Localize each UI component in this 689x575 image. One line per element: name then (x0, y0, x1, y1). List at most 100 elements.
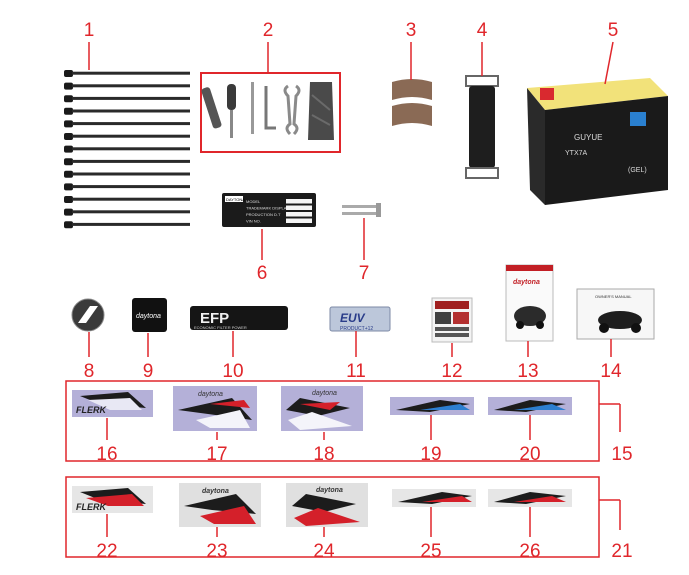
cable-tie (64, 120, 190, 128)
cable-tie (64, 133, 190, 140)
nameplate-row-field (286, 199, 312, 204)
vin-nameplate: DAYTONA MODEL TRADEMARK DISPLACEMENTPRODU… (222, 193, 316, 227)
callout-number: 7 (359, 263, 370, 284)
cable-tie (64, 170, 190, 178)
euv-badge: EUV PRODUCT+12 (329, 306, 391, 332)
callout-number: 14 (600, 361, 622, 382)
hex-key (264, 86, 276, 130)
terminal-blue (630, 112, 646, 126)
callout-number: 8 (84, 361, 95, 382)
cable-tie (64, 107, 190, 115)
nameplate-row-field (286, 212, 312, 217)
decal-18: daytona (281, 386, 363, 431)
terminal-red (540, 88, 554, 100)
decal-26 (488, 489, 572, 507)
decal-set-frame-21 (65, 476, 600, 558)
callout-number: 21 (611, 541, 632, 562)
decal-18-brand: daytona (312, 390, 337, 397)
rubber-pads (392, 79, 432, 126)
nameplate-row-label: VIN NO. (246, 219, 261, 224)
callout-number: 9 (143, 361, 154, 382)
callout-leader (604, 41, 614, 85)
euv-logo: EUV (340, 311, 366, 325)
callout-number: 6 (257, 263, 268, 284)
decal-22-text: FLERK (76, 502, 107, 512)
brochure: daytona (505, 264, 554, 342)
nameplate-header: DAYTONA (226, 197, 245, 202)
battery: GUYUE YTX7A (GEL) (527, 78, 668, 205)
euv-subtitle: PRODUCT+12 (340, 326, 373, 332)
cable-tie (64, 208, 190, 216)
battery-side (545, 96, 668, 205)
decal-22: FLERK (72, 486, 153, 513)
nameplate-row-label: TRADEMARK DISPLACEMENT (246, 206, 304, 211)
extension-rod (251, 82, 254, 134)
callout-number: 25 (420, 541, 441, 562)
callout-number: 16 (96, 444, 117, 465)
decal-16: FLERK (72, 390, 153, 417)
battery-top (527, 78, 668, 110)
decal-16-text: FLERK (76, 405, 107, 415)
socket-wrench (201, 87, 222, 129)
callout-number: 2 (263, 20, 274, 41)
efp-logo: EFP (200, 310, 229, 327)
pad-bottom (392, 103, 432, 126)
decal-23: daytona (179, 483, 261, 527)
callout-number: 24 (313, 541, 335, 562)
battery-type: (GEL) (628, 167, 647, 174)
callout-number: 4 (477, 20, 488, 41)
manual-title: OWNER'S MANUAL (595, 294, 632, 299)
decal-25 (392, 489, 476, 507)
callout-number: 1 (84, 20, 95, 41)
strap-body (469, 86, 495, 168)
cable-tie (64, 196, 190, 203)
tool-kit (200, 72, 341, 153)
callout-number: 26 (519, 541, 540, 562)
callout-number: 20 (519, 444, 540, 465)
cable-tie (64, 158, 190, 166)
efp-subtitle: ECONOMIC FILTER POWER (194, 325, 247, 330)
decal-24: daytona (286, 483, 368, 527)
callout-number: 3 (406, 20, 417, 41)
callout-number: 15 (611, 444, 632, 465)
daytona-badge: daytona (132, 298, 167, 332)
cable-tie (64, 145, 190, 153)
tool-kit-frame (200, 72, 341, 153)
callout-number: 17 (206, 444, 227, 465)
brochure-brand: daytona (513, 279, 540, 286)
callout-number: 19 (420, 444, 441, 465)
battery-strap (465, 75, 499, 179)
battery-front (527, 88, 545, 205)
warning-sticker (431, 297, 473, 343)
cable-ties (64, 70, 190, 229)
screwdriver-shaft (230, 110, 233, 138)
pins (342, 203, 381, 217)
nameplate-row-label: PRODUCTION D.T (246, 212, 281, 217)
decal-set-frame-15 (65, 380, 600, 462)
nameplate-row-field (286, 218, 312, 223)
battery-model: YTX7A (565, 150, 588, 157)
cable-tie (64, 183, 190, 191)
efp-badge: EFP ECONOMIC FILTER POWER (190, 306, 288, 330)
cable-tie (64, 95, 190, 103)
callout-number: 18 (313, 444, 334, 465)
callout-number: 10 (222, 361, 243, 382)
callout-number: 22 (96, 541, 117, 562)
decal-17: daytona (173, 386, 257, 431)
callout-number: 12 (441, 361, 462, 382)
decal-20 (488, 397, 572, 415)
decal-23-brand: daytona (202, 488, 229, 495)
pad-top (392, 79, 432, 100)
nameplate-row-field (286, 205, 312, 210)
badge-brand: daytona (136, 313, 161, 320)
decal-24-brand: daytona (316, 487, 343, 494)
callout-number: 5 (608, 20, 619, 41)
cable-tie (64, 82, 190, 90)
decal-19 (390, 397, 474, 415)
cable-tie (64, 221, 190, 229)
callout-number: 11 (346, 361, 366, 382)
nameplate-row-label: MODEL (246, 199, 261, 204)
cable-tie (64, 70, 190, 77)
